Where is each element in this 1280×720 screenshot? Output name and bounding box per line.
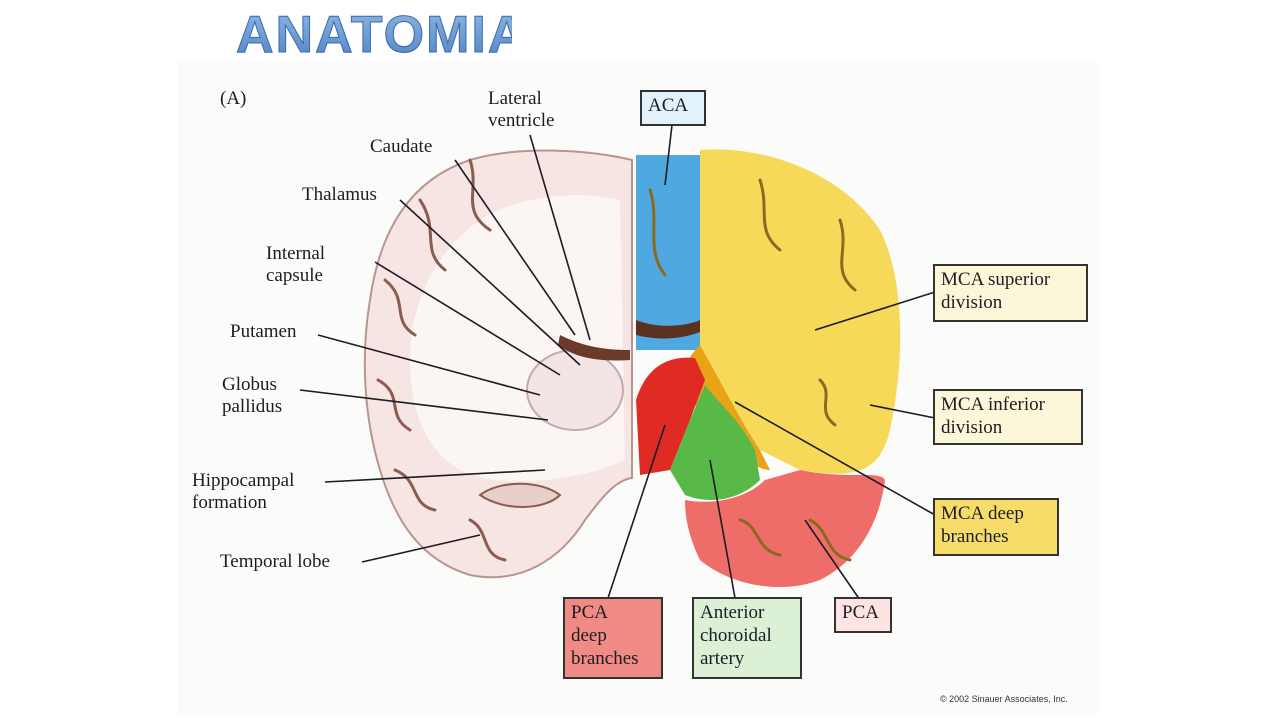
label-hippocampal-formation: Hippocampal formation [192, 470, 295, 513]
box-anterior-choroidal: Anterior choroidal artery [692, 597, 802, 679]
right-sulci [648, 178, 857, 562]
label-temporal-lobe: Temporal lobe [220, 551, 330, 572]
box-pca-deep: PCA deep branches [563, 597, 663, 679]
anterior-choroidal-territory [670, 385, 760, 500]
left-sulci [376, 158, 507, 562]
box-mca-inferior: MCA inferior division [933, 389, 1083, 445]
slide-title-text: ANATOMIA [236, 6, 512, 64]
label-internal-capsule: Internal capsule [266, 243, 326, 286]
label-lateral-ventricle: Lateral ventricle [488, 88, 555, 131]
slide-title: ANATOMIA [236, 6, 513, 65]
label-thalamus: Thalamus [302, 184, 377, 205]
pca-territory [685, 470, 885, 588]
box-mca-deep: MCA deep branches [933, 498, 1059, 556]
box-pca: PCA [834, 597, 892, 633]
box-mca-superior: MCA superior division [933, 264, 1088, 322]
label-putamen: Putamen [230, 321, 297, 342]
left-hippocampus [478, 482, 562, 508]
left-leader-lines [299, 134, 591, 563]
label-globus-pallidus: Globus pallidus [222, 374, 283, 417]
aca-territory [636, 155, 700, 350]
right-ventricle [636, 320, 700, 339]
box-aca: ACA [640, 90, 706, 126]
label-caudate: Caudate [370, 136, 433, 157]
left-basal-ganglia [526, 349, 624, 431]
right-leader-lines [607, 124, 936, 601]
mca-territory [700, 149, 901, 474]
left-ventricle [558, 335, 630, 361]
copyright-notice: © 2002 Sinauer Associates, Inc. [940, 694, 1068, 704]
pca-deep-territory [636, 357, 705, 475]
panel-label: (A) [220, 88, 247, 109]
